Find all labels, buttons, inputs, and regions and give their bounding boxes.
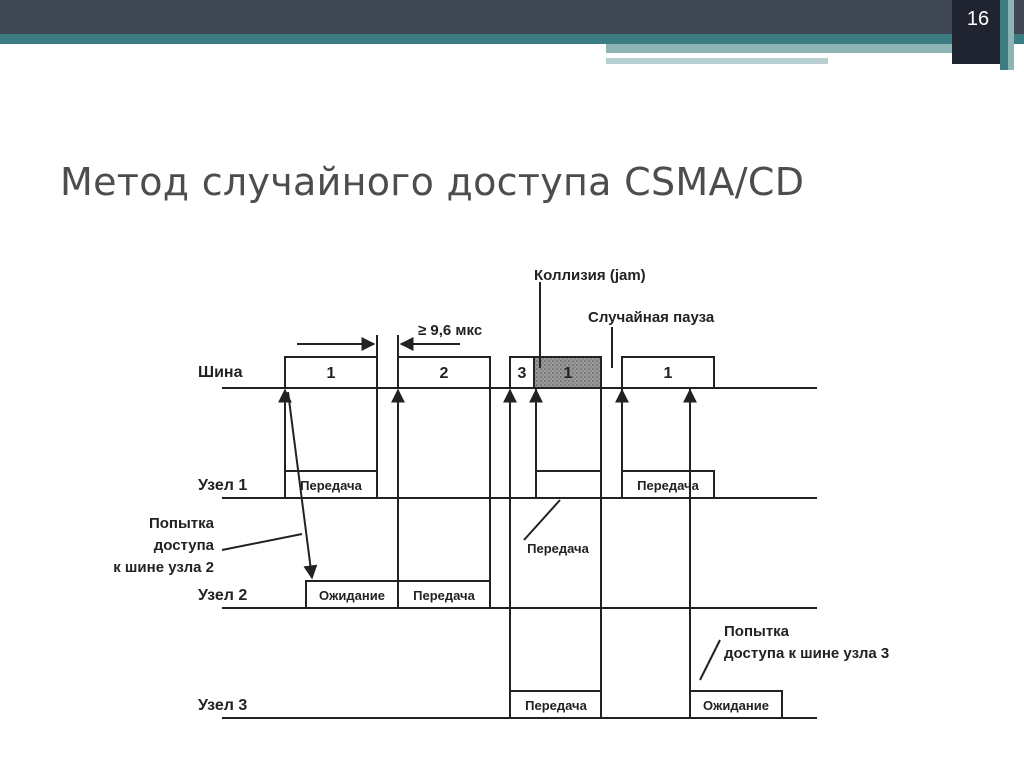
right-accent-strip-secondary (1008, 0, 1014, 70)
node2-tx-label: Передача (413, 588, 475, 603)
node2-wait-label: Ожидание (319, 588, 385, 603)
node3-attempt-label-2: доступа к шине узла 3 (724, 645, 889, 662)
right-accent-strip (1000, 0, 1008, 70)
bus-row-label: Шина (198, 364, 243, 381)
bus-frame-3-label: 3 (518, 365, 527, 382)
bus-frame-collision (533, 356, 602, 389)
node3-wait-box (689, 690, 783, 719)
header-accent-line (606, 44, 954, 53)
node1-tx-label-b: Передача (527, 541, 589, 556)
slide-number: 16 (966, 8, 990, 30)
bus-frame-1-label: 1 (327, 365, 336, 382)
node1-row-label: Узел 1 (198, 477, 247, 494)
slide-title: Метод случайного доступа CSMA/CD (60, 160, 805, 204)
node3-tx-label: Передача (525, 698, 587, 713)
node2-row-label: Узел 2 (198, 587, 247, 604)
node2-wait-box (305, 580, 399, 609)
bus-frame-2 (397, 356, 491, 389)
node2-attempt-label-2: доступа (154, 537, 215, 554)
random-pause-label: Случайная пауза (588, 309, 715, 326)
node1-tx-label-a: Передача (300, 478, 362, 493)
collision-label: Коллизия (jam) (534, 267, 646, 284)
slide-number-box (952, 0, 1000, 64)
node3-attempt-label-1: Попытка (724, 623, 790, 640)
bus-frame-1 (284, 356, 378, 389)
interframe-gap-label: ≥ 9,6 мкс (418, 322, 482, 339)
bus-frame-collision-label: 1 (564, 365, 573, 382)
node2-tx-box (397, 580, 491, 609)
node2-attempt-label-1: Попытка (149, 515, 215, 532)
header-accent-line-secondary (606, 58, 828, 64)
bus-frame-2-label: 2 (440, 365, 449, 382)
node1-tx-box-c (621, 470, 715, 499)
node3-row-label: Узел 3 (198, 697, 247, 714)
header-bar (0, 0, 1024, 34)
bus-frame-retransmit-label: 1 (664, 365, 673, 382)
node3-wait-label: Ожидание (703, 698, 769, 713)
bus-frame-retransmit (621, 356, 715, 389)
node1-tx-box-b (535, 470, 602, 499)
node2-attempt-label-3: к шине узла 2 (113, 559, 214, 576)
node1-tx-label-c: Передача (637, 478, 699, 493)
header-accent-bar (0, 34, 1024, 44)
node3-tx-box (509, 690, 602, 719)
